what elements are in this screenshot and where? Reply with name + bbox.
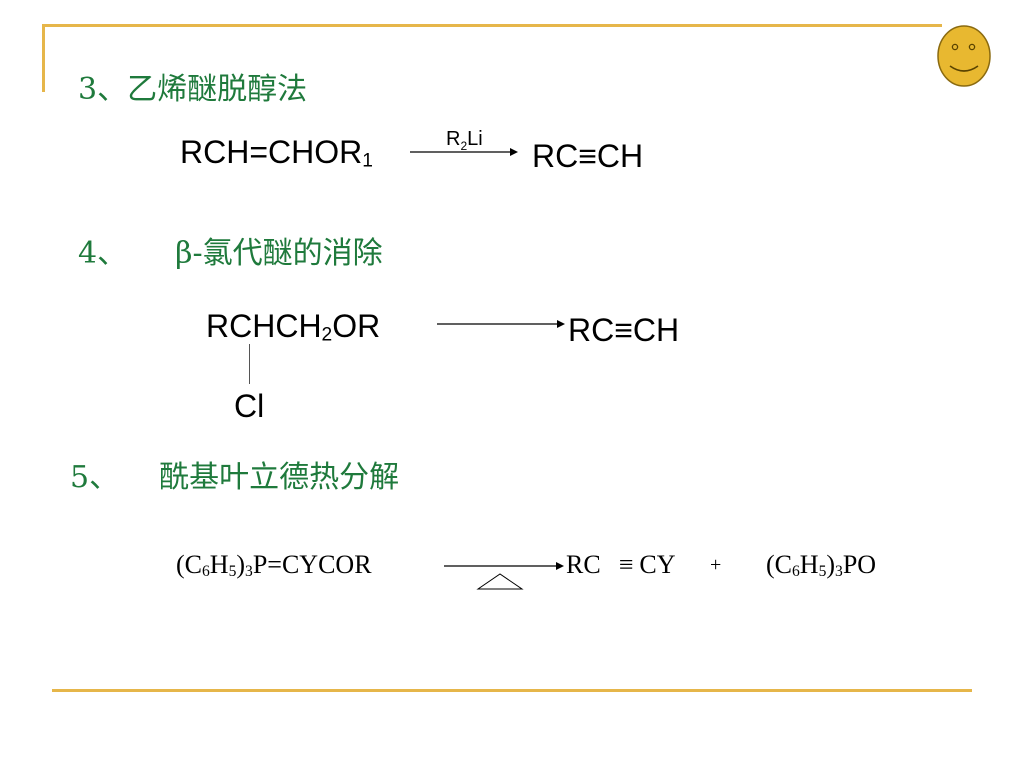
section-5-byproduct: (C6H5)3PO [766, 550, 877, 580]
section-4-number: 4、 [78, 236, 128, 271]
smiley-face-icon [937, 25, 991, 87]
section-5-reactant: (C6H5)3P=CYCOR [176, 550, 372, 580]
section-4-substituent: Cl [234, 388, 265, 424]
section-5-plus-sign: + [710, 554, 722, 576]
section-5-heading: 5、 酰基叶立德热分解 [70, 452, 399, 496]
heat-triangle-icon [476, 573, 524, 590]
section-4-bond-line [249, 344, 250, 384]
section-4-reaction-arrow [437, 320, 565, 328]
section-4-product: RC≡CH [568, 312, 680, 348]
section-3-reactant: RCH=CHOR1 [180, 134, 373, 172]
section-5-product: RC≡CY [566, 550, 676, 579]
section-3-reaction-arrow [410, 148, 518, 156]
section-4-heading: 4、 β-氯代醚的消除 [78, 228, 383, 272]
section-3-heading: 3、乙烯醚脱醇法 [78, 72, 308, 107]
frame-left-line [42, 24, 45, 92]
section-3-reagent-label: R2Li [446, 128, 483, 153]
section-3-product: RC≡CH [532, 138, 644, 174]
section-4-reactant: RCHCH2OR [206, 308, 381, 346]
section-5-number: 5、 [70, 460, 120, 495]
section-5-title: 酰基叶立德热分解 [159, 460, 400, 495]
frame-bottom-line [52, 689, 972, 692]
section-5-reaction-arrow [444, 562, 564, 590]
frame-top-line [42, 24, 942, 27]
section-4-title: β-氯代醚的消除 [175, 236, 383, 271]
